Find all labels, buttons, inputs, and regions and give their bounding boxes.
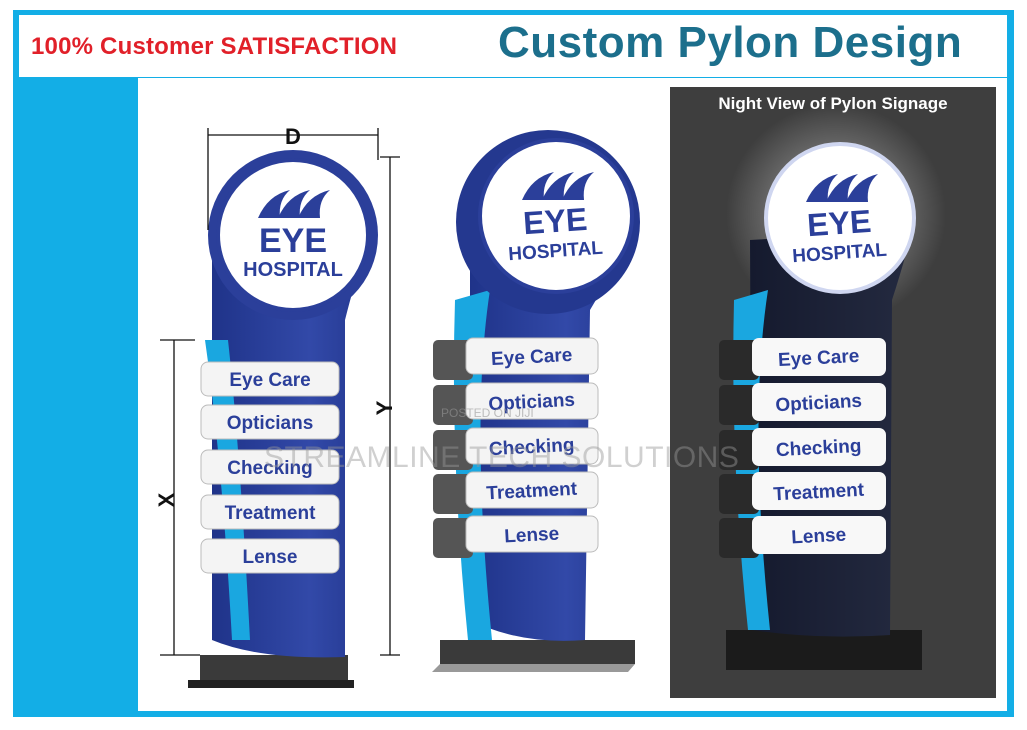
panel-list: Eye Care Opticians Checking Treatment Le… xyxy=(200,361,340,574)
panel-opticians: Opticians xyxy=(488,390,576,416)
panel-lense: Lense xyxy=(243,547,298,568)
panel-lense: Lense xyxy=(504,524,560,548)
pylon-front-view: EYE HOSPITAL Eye Care Opticians Checking… xyxy=(154,124,400,688)
panel-treatment: Treatment xyxy=(225,503,316,524)
watermark-posted: POSTED ON JIJI xyxy=(441,406,534,420)
pylon-night-view: EYE HOSPITAL Eye Care Opticians Checking… xyxy=(719,104,946,670)
dimension-lines xyxy=(160,128,400,656)
panel-list: Eye Care Opticians Checking Treatment Le… xyxy=(719,338,886,558)
logo-disc xyxy=(764,142,916,294)
panel-eye-care: Eye Care xyxy=(778,346,860,371)
logo-line2: HOSPITAL xyxy=(243,259,343,281)
pylon-3d-view: EYE HOSPITAL Eye Care Opticians Checking… xyxy=(432,130,640,672)
panel-list: Eye Care Opticians Checking Treatment Le… xyxy=(433,337,599,558)
panel-eye-care: Eye Care xyxy=(229,370,310,391)
wave-sail-icon xyxy=(522,172,594,200)
panel-opticians: Opticians xyxy=(775,391,863,417)
header-bar xyxy=(19,15,1007,77)
logo-line1: EYE xyxy=(806,203,872,243)
panel-checking: Checking xyxy=(227,458,313,479)
page-title: Custom Pylon Design xyxy=(498,18,963,67)
panel-eye-care: Eye Care xyxy=(491,345,573,370)
pylon-base xyxy=(200,655,348,683)
dimension-x: X xyxy=(154,492,179,507)
logo-line1: EYE xyxy=(522,201,588,241)
pylon-base xyxy=(726,630,922,670)
tagline: 100% Customer SATISFACTION xyxy=(31,33,398,60)
panel-opticians: Opticians xyxy=(227,413,314,434)
night-view-title: Night View of Pylon Signage xyxy=(718,94,948,113)
panel-checking: Checking xyxy=(775,436,862,461)
panel-checking: Checking xyxy=(488,435,575,460)
panel-treatment: Treatment xyxy=(486,479,578,505)
panel-treatment: Treatment xyxy=(773,480,865,506)
panel-lense: Lense xyxy=(791,525,847,549)
dimension-y: Y xyxy=(372,400,397,415)
watermark-company: STREAMLINE TECH SOLUTIONS xyxy=(264,441,740,474)
logo-disc xyxy=(216,158,370,312)
pylon-base xyxy=(440,640,635,664)
wave-sail-icon xyxy=(806,174,878,202)
dimension-d: D xyxy=(285,124,301,149)
logo-line1: EYE xyxy=(259,222,327,260)
logo-disc xyxy=(478,138,634,294)
wave-sail-icon xyxy=(258,190,330,218)
